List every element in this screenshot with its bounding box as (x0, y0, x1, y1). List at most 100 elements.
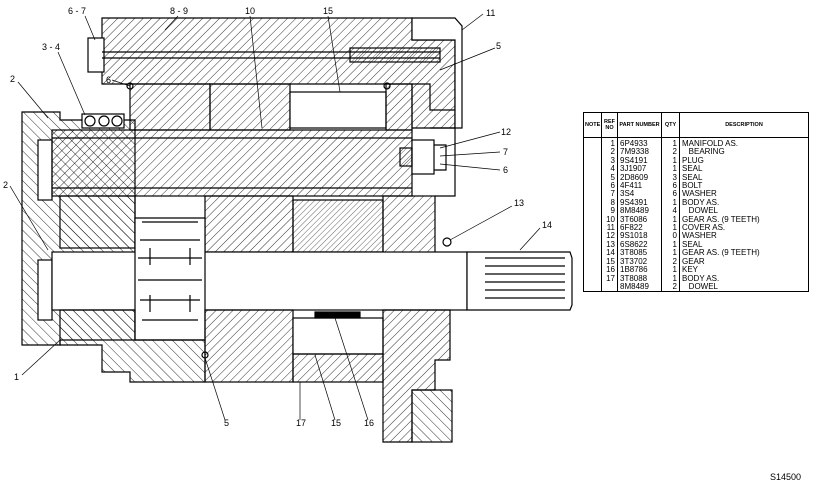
callout-16: 16 (364, 418, 374, 428)
callout-12: 12 (501, 127, 511, 137)
header-part-number: PART NUMBER (617, 112, 662, 138)
cell-qty: 1 (661, 249, 680, 258)
cell-qty: 2 (661, 257, 680, 267)
callout-6-left: 6 (106, 75, 111, 85)
cell-part-number: 2D8609 (617, 173, 662, 183)
cell-ref-no: 6 (601, 182, 618, 191)
cell-part-number: 3S4 (617, 190, 662, 199)
cell-ref-no: 16 (601, 266, 618, 275)
cell-description: GEAR AS. (9 TEETH) (682, 215, 760, 224)
cell-part-number: 3J1907 (617, 165, 662, 174)
key-16 (314, 311, 361, 319)
cell-part-number: 1B8786 (617, 266, 662, 275)
cell-note (583, 207, 602, 216)
seal-13 (442, 237, 452, 247)
cell-description: SEAL (682, 165, 703, 174)
cell-note (583, 232, 602, 241)
drawing-number: S14500 (770, 472, 802, 482)
callout-17: 17 (296, 418, 306, 428)
cell-qty: 0 (661, 232, 680, 241)
cell-qty: 2 (661, 282, 680, 292)
cell-ref-no: 4 (601, 165, 618, 174)
callout-7: 7 (503, 147, 508, 157)
callout-15-bottom: 15 (331, 418, 341, 428)
callout-15-top: 15 (323, 6, 333, 16)
cell-ref-no: 2 (601, 148, 618, 157)
right-bolt-head (411, 139, 435, 175)
pump-cross-section-drawing: 6 - 7 8 - 9 10 15 11 3 - 4 5 6 2 12 7 6 … (3, 6, 573, 443)
cell-qty: 1 (661, 215, 680, 225)
cell-note (583, 282, 602, 292)
cell-part-number: 8M8489 (617, 207, 662, 216)
callout-3-4: 3 - 4 (42, 42, 60, 52)
callout-13: 13 (514, 198, 524, 208)
cell-note (583, 190, 602, 199)
cell-qty: 6 (661, 190, 680, 199)
cell-note (583, 182, 602, 191)
cell-description: GEAR (682, 257, 705, 266)
cell-note (583, 198, 602, 208)
callout-14: 14 (542, 220, 552, 230)
cell-ref-no: 15 (601, 257, 618, 267)
cell-note (583, 257, 602, 267)
callout-5-top: 5 (496, 41, 501, 51)
callout-2-top: 2 (10, 74, 15, 84)
upper-gear-shaft (51, 129, 413, 197)
cell-note (583, 249, 602, 258)
cell-description: WASHER (682, 190, 717, 199)
cell-part-number: 9S4191 (617, 156, 662, 166)
cell-ref-no: 10 (601, 215, 618, 225)
lower-gear-teeth (134, 217, 206, 341)
callout-2-left: 2 (3, 180, 8, 190)
cell-note (583, 274, 602, 283)
cell-ref-no: 12 (601, 232, 618, 241)
cell-ref-no: 9 (601, 207, 618, 216)
cell-qty: 1 (661, 165, 680, 174)
gear-15-lower-top (292, 199, 384, 253)
seal-5-top (383, 82, 391, 90)
top-bolt-threads (349, 47, 441, 63)
cell-note (583, 266, 602, 275)
cell-part-number: 3T3702 (617, 257, 662, 267)
cell-note (583, 137, 602, 149)
cover-11 (411, 17, 463, 129)
cell-part-number: 3T8088 (617, 274, 662, 283)
cell-qty: 3 (661, 173, 680, 183)
gear-15-lower (292, 317, 384, 355)
cell-part-number: 7M9338 (617, 148, 662, 157)
cell-part-number: 6F822 (617, 224, 662, 233)
cell-ref-no (601, 282, 618, 292)
cell-qty: 1 (661, 266, 680, 275)
cell-ref-no: 17 (601, 274, 618, 283)
cell-qty: 6 (661, 182, 680, 191)
cell-ref-no: 14 (601, 249, 618, 258)
cell-part-number: 9S1018 (617, 232, 662, 241)
parts-list-table: NOTE REF NO PART NUMBER QTY DESCRIPTION … (583, 112, 809, 293)
lower-body-17 (59, 309, 206, 383)
cell-description: MANIFOLD AS. (682, 139, 739, 148)
cell-qty: 1 (661, 198, 680, 208)
cell-description: GEAR AS. (9 TEETH) (682, 249, 760, 258)
callout-5-bottom: 5 (224, 418, 229, 428)
header-description: DESCRIPTION (679, 112, 809, 138)
drive-shaft-14 (51, 251, 468, 311)
cell-note (583, 215, 602, 225)
cell-description: SEAL (682, 240, 703, 249)
cell-part-number: 9S4391 (617, 198, 662, 208)
cell-qty: 2 (661, 148, 680, 157)
cell-qty: 4 (661, 207, 680, 216)
